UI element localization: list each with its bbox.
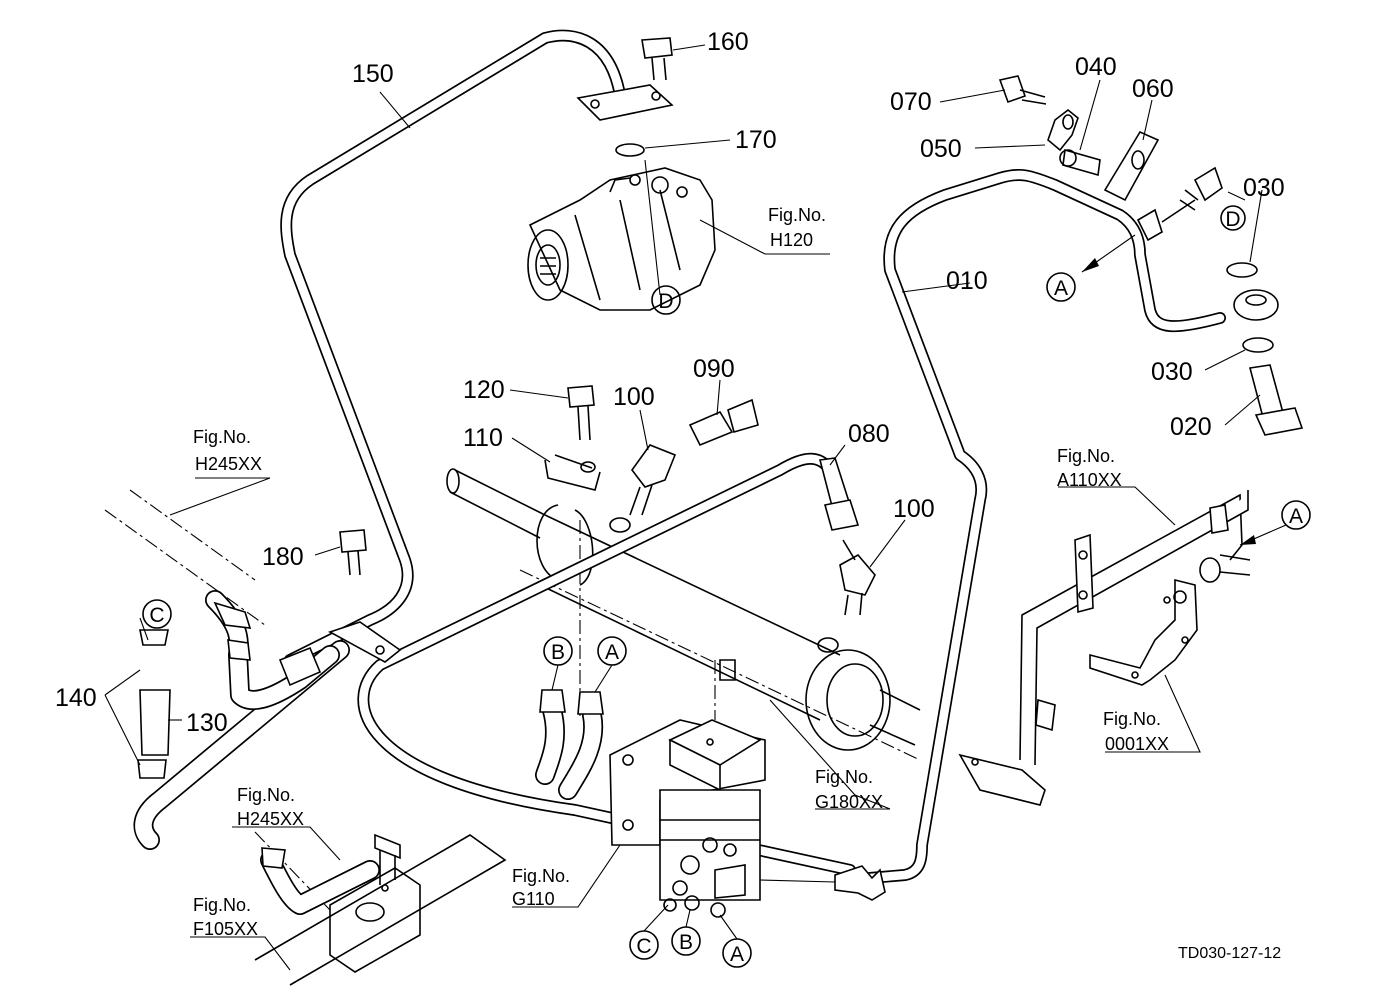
fittings: [137, 385, 876, 869]
label-120: 120: [463, 376, 505, 404]
svg-text:B: B: [551, 641, 565, 664]
label-140: 140: [55, 684, 97, 712]
fig-label-f105: Fig.No.: [193, 895, 251, 915]
label-130: 130: [186, 709, 228, 737]
svg-text:C: C: [636, 935, 651, 958]
label-020: 020: [1170, 413, 1212, 441]
label-110: 110: [463, 424, 503, 452]
marker-a-valve: A: [722, 938, 752, 968]
label-010: 010: [946, 267, 988, 295]
label-100-left: 100: [613, 383, 655, 411]
arrows: [139, 234, 1287, 641]
fig-label-h120: Fig.No.: [768, 205, 826, 225]
leader-lines: [104, 44, 1263, 971]
marker-d-right: D: [1220, 205, 1246, 231]
label-170: 170: [735, 126, 777, 154]
fig-label-g180: Fig.No.: [815, 767, 873, 787]
fig-ref-h120: H120: [770, 230, 813, 250]
svg-text:A: A: [1054, 277, 1068, 300]
pipe-010: [834, 168, 1226, 901]
marker-a-hose: A: [597, 636, 627, 666]
label-070: 070: [890, 88, 932, 116]
marker-b-hose: B: [543, 636, 573, 666]
hydraulic-pump: [527, 159, 716, 311]
marker-a-bracket: A: [1281, 500, 1311, 530]
svg-text:B: B: [679, 931, 693, 954]
fig-ref-0001: 0001XX: [1105, 734, 1169, 754]
fig-label-a110: Fig.No.: [1057, 446, 1115, 466]
svg-text:A: A: [1289, 505, 1303, 528]
fig-label-g110: Fig.No.: [512, 866, 570, 886]
fig-label-h245-top: Fig.No.: [193, 427, 251, 447]
svg-text:A: A: [605, 641, 619, 664]
pipe-150: [280, 29, 626, 666]
cylinder: [446, 468, 921, 751]
label-050: 050: [920, 135, 962, 163]
figure-references: Fig.No. H120 Fig.No. H245XX Fig.No. A110…: [193, 205, 1169, 939]
svg-text:C: C: [149, 604, 164, 627]
label-040: 040: [1075, 53, 1117, 81]
svg-text:A: A: [730, 943, 744, 966]
fig-ref-h245-top: H245XX: [195, 454, 262, 474]
label-160: 160: [707, 28, 749, 56]
fig-ref-f105: F105XX: [193, 919, 258, 939]
marker-c-left: C: [142, 599, 172, 629]
label-180: 180: [262, 543, 304, 571]
fig-label-h245-bottom: Fig.No.: [237, 785, 295, 805]
marker-d-pump: D: [651, 285, 681, 315]
fig-ref-a110: A110XX: [1057, 470, 1122, 490]
svg-text:D: D: [658, 290, 673, 313]
fig-ref-h245-bottom: H245XX: [237, 809, 304, 829]
label-090: 090: [693, 355, 735, 383]
bracket-a110: [958, 490, 1251, 806]
frame-reference-lines: [104, 489, 921, 911]
label-030-bottom: 030: [1151, 358, 1193, 386]
svg-text:D: D: [1225, 208, 1240, 231]
label-060: 060: [1132, 75, 1174, 103]
marker-b-valve: B: [671, 926, 701, 956]
marker-c-valve: C: [629, 930, 659, 960]
connection-markers: D A D A C B A C: [142, 205, 1311, 968]
clamp-hardware: [998, 75, 1304, 436]
return-hose: [133, 590, 380, 915]
drawing-code: TD030-127-12: [1178, 945, 1281, 962]
part-number-labels: 150 160 170 070 040 060 050 030 010 030 …: [55, 28, 1285, 737]
label-100-right: 100: [893, 495, 935, 523]
label-030-top: 030: [1243, 174, 1285, 202]
flange-160-170: [576, 37, 674, 157]
frame-rail: [254, 833, 507, 986]
fig-ref-g110: G110: [512, 889, 555, 909]
hoses-b-a: [535, 689, 604, 800]
marker-a-top: A: [1046, 272, 1076, 302]
label-080: 080: [848, 420, 890, 448]
control-valve: [609, 719, 836, 918]
long-hose: [357, 452, 856, 876]
fig-ref-g180: G180XX: [815, 792, 883, 812]
fig-label-0001: Fig.No.: [1103, 709, 1161, 729]
label-150: 150: [352, 60, 394, 88]
